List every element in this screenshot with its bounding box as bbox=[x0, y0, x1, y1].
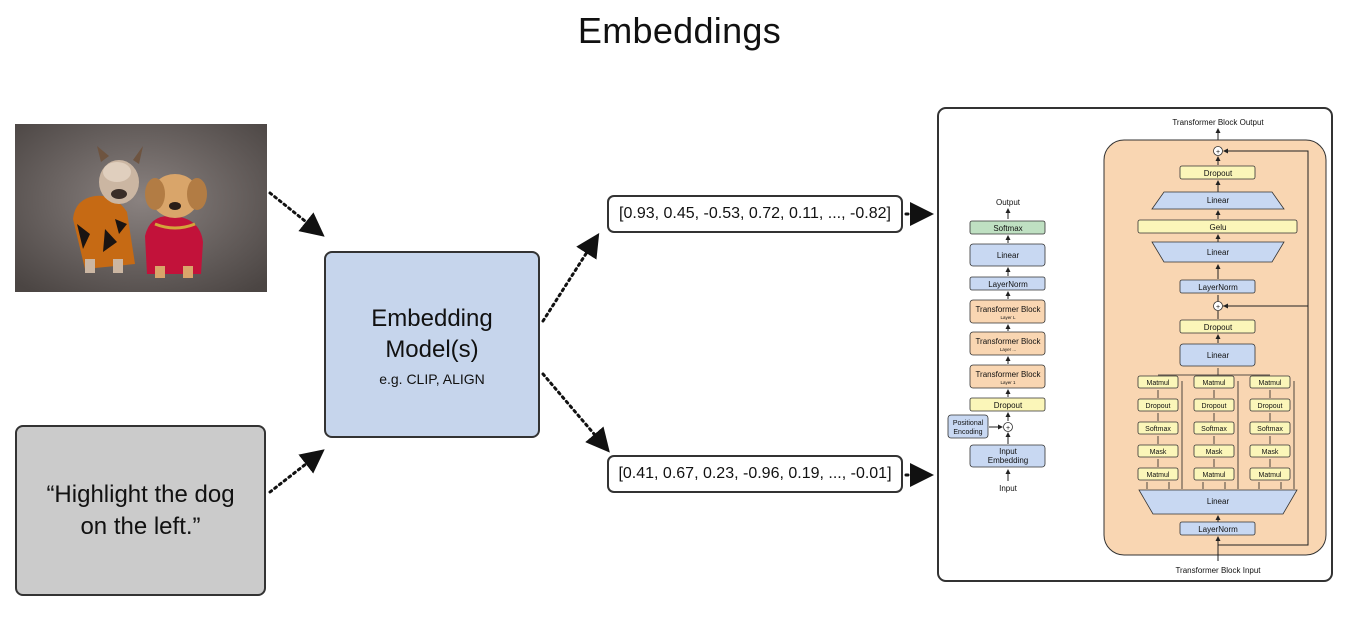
left-softmax: Softmax bbox=[993, 224, 1022, 233]
svg-text:Matmul: Matmul bbox=[1203, 380, 1226, 387]
head-h: Matmul Dropout Softmax Mask Matmul Head … bbox=[1249, 375, 1295, 496]
block-layer-1-sub: Layer 1 bbox=[1000, 380, 1016, 385]
positional-encoding: Positional bbox=[953, 420, 984, 427]
svg-text:Matmul: Matmul bbox=[1203, 472, 1226, 479]
head-1: Matmul Dropout Softmax Mask Matmul Head … bbox=[1137, 375, 1183, 496]
model-title: Embedding Model(s) bbox=[371, 304, 493, 363]
right-dog bbox=[145, 174, 207, 278]
attn-layernorm: LayerNorm bbox=[1198, 525, 1238, 534]
attn-out-linear: Linear bbox=[1207, 351, 1230, 360]
svg-text:Dropout: Dropout bbox=[1202, 403, 1227, 410]
block-layer-mid-sub: Layer ... bbox=[1000, 347, 1016, 352]
svg-text:+: + bbox=[1216, 304, 1220, 311]
svg-text:Mask: Mask bbox=[1150, 449, 1167, 456]
svg-text:Softmax: Softmax bbox=[1145, 426, 1171, 433]
svg-text:Embedding: Embedding bbox=[988, 456, 1028, 465]
left-input-label: Input bbox=[999, 484, 1018, 493]
slide-title: Embeddings bbox=[577, 10, 782, 51]
left-output-label: Output bbox=[996, 198, 1021, 207]
arrow-prompt-to-model bbox=[268, 449, 325, 494]
svg-text:Matmul: Matmul bbox=[1259, 380, 1282, 387]
svg-text:+: + bbox=[1006, 425, 1010, 432]
svg-text:+: + bbox=[1216, 149, 1220, 156]
block-layer-mid: Transformer Block bbox=[975, 337, 1041, 346]
block-layer-l: Transformer Block bbox=[975, 305, 1041, 314]
svg-text:Softmax: Softmax bbox=[1201, 426, 1227, 433]
prompt-box: “Highlight the dog on the left.” bbox=[15, 425, 266, 596]
architecture-panel: Output Softmax Linear LayerNorm Transfor… bbox=[937, 107, 1333, 582]
block-layer-l-sub: Layer L bbox=[1000, 315, 1016, 320]
transformer-diagram: Output Softmax Linear LayerNorm Transfor… bbox=[947, 118, 1327, 575]
mlp-layernorm: LayerNorm bbox=[1198, 283, 1238, 292]
left-linear: Linear bbox=[997, 251, 1020, 260]
svg-text:Encoding: Encoding bbox=[953, 429, 982, 436]
svg-text:Matmul: Matmul bbox=[1259, 472, 1282, 479]
embedding-model-box: Embedding Model(s) e.g. CLIP, ALIGN bbox=[324, 251, 540, 438]
svg-text:Matmul: Matmul bbox=[1147, 472, 1170, 479]
block-input-label: Transformer Block Input bbox=[1175, 566, 1261, 575]
svg-text:Mask: Mask bbox=[1206, 449, 1223, 456]
arrow-model-to-image-vector bbox=[541, 232, 600, 323]
left-layernorm: LayerNorm bbox=[988, 280, 1028, 289]
image-embedding-vector: [0.93, 0.45, -0.53, 0.72, 0.11, ..., -0.… bbox=[607, 195, 903, 233]
text-embedding-vector: [0.41, 0.67, 0.23, -0.96, 0.19, ..., -0.… bbox=[607, 455, 903, 493]
head-dots: Matmul Dropout Softmax Mask Matmul Head … bbox=[1193, 375, 1239, 496]
attn-dropout: Dropout bbox=[1204, 323, 1233, 332]
svg-text:Dropout: Dropout bbox=[1146, 403, 1171, 410]
attn-in-linear: Linear bbox=[1207, 497, 1230, 506]
mlp-gelu: Gelu bbox=[1210, 223, 1227, 232]
svg-text:Mask: Mask bbox=[1262, 449, 1279, 456]
model-subtitle: e.g. CLIP, ALIGN bbox=[379, 370, 485, 387]
mlp-linear-bottom: Linear bbox=[1207, 248, 1230, 257]
arrow-model-to-text-vector bbox=[541, 372, 610, 453]
input-embedding: Input bbox=[999, 447, 1018, 456]
arrow-photo-to-model bbox=[268, 191, 325, 237]
left-dropout: Dropout bbox=[994, 401, 1023, 410]
left-dog bbox=[73, 146, 143, 273]
svg-text:Matmul: Matmul bbox=[1147, 380, 1170, 387]
block-layer-1: Transformer Block bbox=[975, 370, 1041, 379]
svg-text:Softmax: Softmax bbox=[1257, 426, 1283, 433]
prompt-text: “Highlight the dog on the left.” bbox=[46, 480, 235, 540]
block-output-label: Transformer Block Output bbox=[1172, 118, 1264, 127]
svg-text:Dropout: Dropout bbox=[1258, 403, 1283, 410]
dogs-photo bbox=[15, 124, 267, 292]
mlp-dropout: Dropout bbox=[1204, 169, 1233, 178]
mlp-linear-top: Linear bbox=[1207, 196, 1230, 205]
